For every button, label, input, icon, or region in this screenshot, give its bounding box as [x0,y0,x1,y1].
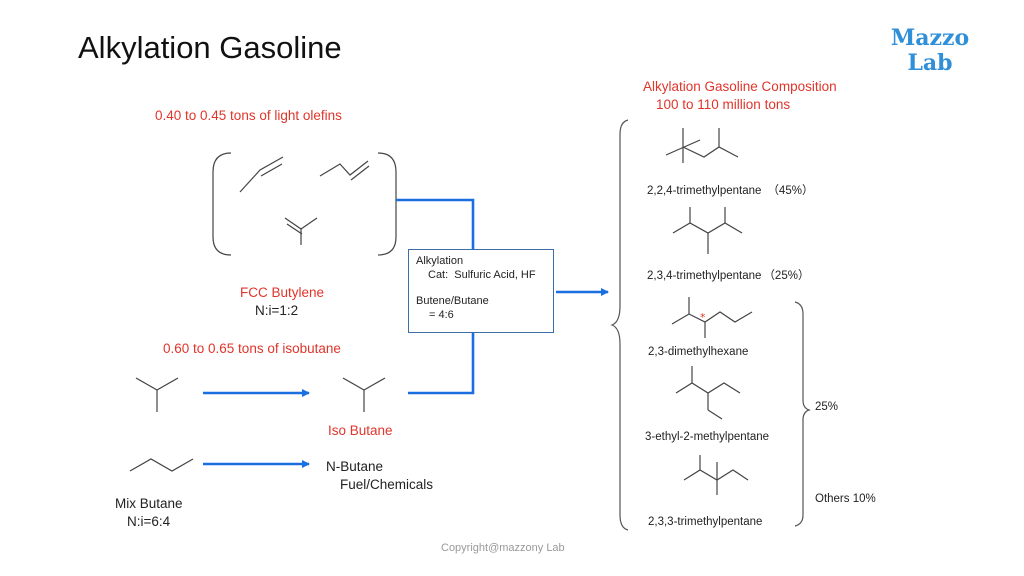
olefin-bracket-right [377,152,397,256]
olefins-amount: 0.40 to 0.45 tons of light olefins [155,108,342,123]
page-title: Alkylation Gasoline [78,30,342,65]
234-trimethylpentane-structure [672,207,743,254]
n-butane-label: N-Butane [326,459,384,474]
olefin-feed-line [396,198,475,250]
logo-line-1: Mazzo [890,25,970,51]
others-share: Others 10% [815,493,876,505]
composition-title: Alkylation Gasoline Composition [643,79,837,94]
224-trimethylpentane-structure [665,128,739,163]
n-butane-structure [129,458,194,472]
23-dimethylhexane-structure [671,297,753,338]
olefin-bracket-left [212,152,232,256]
logo-line-2: Lab [907,50,953,76]
reactor-feed-ratio: = 4:6 [429,308,454,321]
reactor-feed-label: Butene/Butane [416,295,489,307]
isobutane-structure-left [135,377,179,412]
n-butane-use: Fuel/Chemicals [340,477,434,492]
component-name-2: 2,3,4-trimethylpentane（25%） [647,270,810,282]
logo: Mazzo Lab [878,26,982,76]
iso-butane-label: Iso Butane [328,423,393,438]
2-butene-structure [239,156,284,193]
chiral-star-icon: * [700,311,706,324]
isobutane-amount: 0.60 to 0.65 tons of isobutane [163,341,341,356]
alkylation-reactor-box: Alkylation Cat: Sulfuric Acid, HF Butene… [408,249,554,333]
component-name-5: 2,3,3-trimethylpentane [648,516,763,528]
isobutane-structure-right [342,377,386,412]
reactor-catalyst: Cat: Sulfuric Acid, HF [428,268,536,281]
component-name-1: 2,2,4-trimethylpentane（45%） [647,185,814,197]
mix-butane-label: Mix Butane [115,496,183,511]
isobutene-structure [284,217,318,245]
composition-amount: 100 to 110 million tons [656,97,791,112]
1-butene-structure [319,160,370,181]
component-name-3: 2,3-dimethylhexane [648,346,749,358]
component-share-1: （45%） [767,185,814,197]
group-brace [794,301,811,527]
copyright: Copyright@mazzony Lab [441,542,565,554]
composition-brace [610,119,629,531]
component-share-2: （25%） [763,270,810,282]
mix-butane-ratio: N:i=6:4 [127,514,171,529]
component-name-4: 3-ethyl-2-methylpentane [645,431,770,443]
fcc-butylene-ratio: N:i=1:2 [255,303,299,318]
group-share: 25% [815,401,839,413]
fcc-butylene-label: FCC Butylene [240,285,325,300]
isobutane-feed-line [408,333,475,395]
233-trimethylpentane-structure [683,455,749,495]
3-ethyl-2-methylpentane-structure [675,366,741,420]
reactor-title: Alkylation [416,255,464,267]
